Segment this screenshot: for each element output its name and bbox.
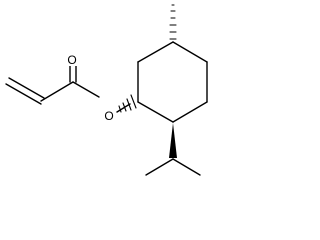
ester-group [69, 64, 131, 113]
vinyl-to-carbonyl-bond [40, 81, 74, 102]
carbonyl-oxygen-label: O [67, 53, 76, 67]
isopropyl-right-methyl-bond [172, 158, 201, 176]
isopropyl-left-methyl-bond [145, 158, 174, 176]
carbonyl-oxygen-atom: O [66, 53, 78, 67]
ester-oxygen-to-ring-bond [116, 103, 131, 113]
ring-bond-6 [137, 101, 174, 123]
methyl-hash-bond [169, 4, 177, 40]
isopropyl-wedge-bond [169, 123, 177, 158]
oxygen-wedge-hash-bond [118, 94, 137, 113]
vinyl-double-bond-b [8, 77, 45, 99]
ring-bond-3 [172, 41, 208, 63]
ring-bond-5 [172, 101, 208, 123]
ester-oxygen-atom: O [102, 107, 116, 123]
cyclohexane-ring [137, 41, 208, 123]
vinyl-double-bond-a [5, 83, 42, 105]
isopropyl-group [145, 123, 201, 176]
carbonyl-to-ester-oxygen-bond [72, 81, 100, 98]
ester-oxygen-label: O [104, 109, 113, 123]
vinyl-group [5, 77, 74, 105]
ring-bond-2 [137, 41, 174, 63]
molecule-structure: O O [5, 4, 208, 176]
